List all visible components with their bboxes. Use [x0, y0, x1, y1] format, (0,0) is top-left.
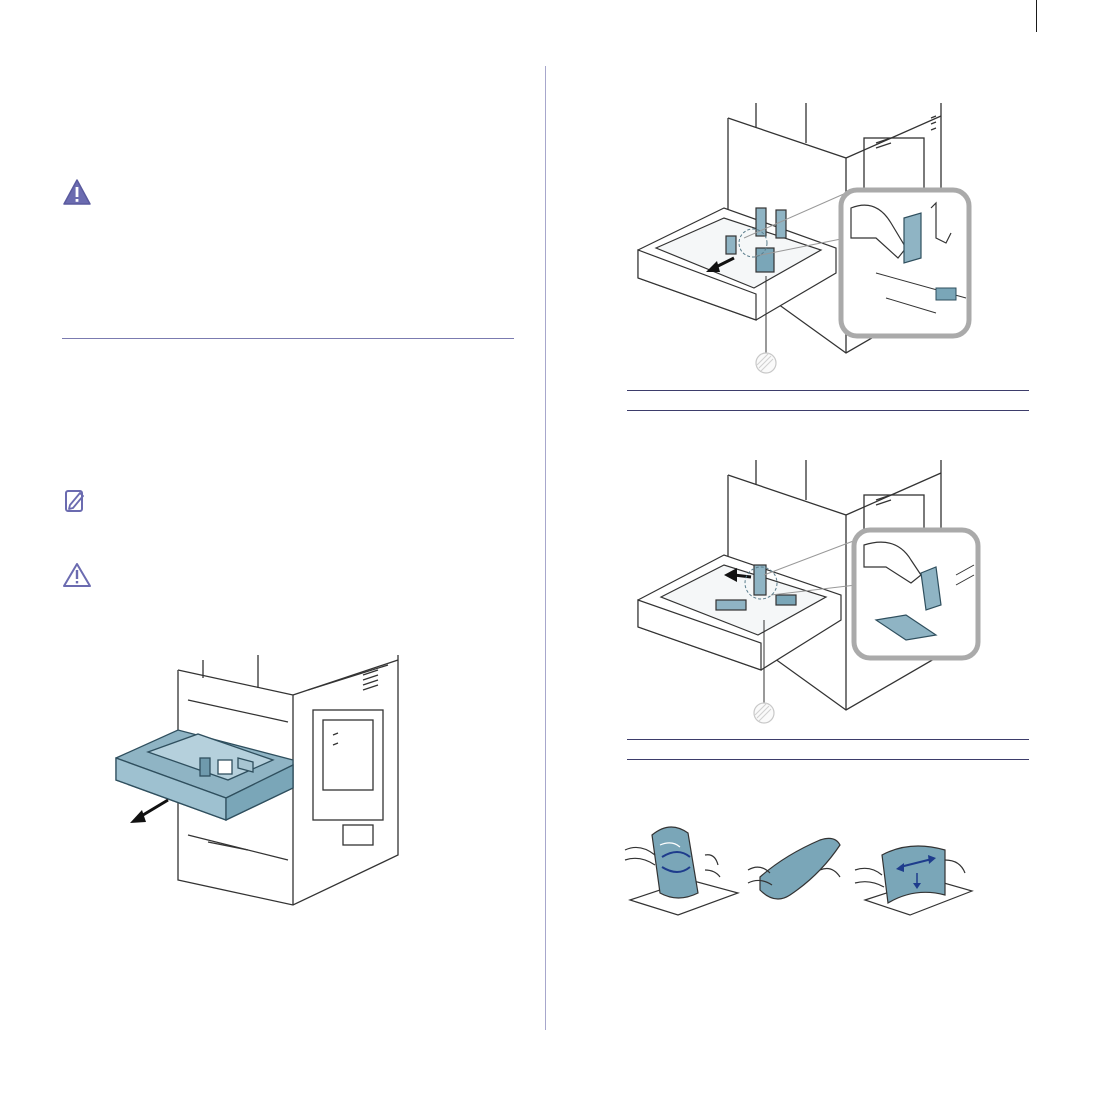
caution-filled-icon	[62, 178, 92, 206]
figure-2-rule-bottom	[627, 410, 1029, 411]
page-top-marker	[1036, 0, 1037, 32]
paper-flex-fan-illustration	[620, 815, 976, 927]
length-guide-adjust-illustration	[636, 98, 972, 380]
figure-2-rule-top	[627, 390, 1029, 391]
section-rule	[62, 338, 514, 339]
width-guide-adjust-illustration	[636, 455, 982, 731]
figure-3-rule-top	[627, 739, 1029, 740]
tray-pull-out-illustration	[108, 650, 408, 910]
figure-3-rule-bottom	[627, 759, 1029, 760]
note-icon	[62, 488, 88, 514]
column-divider	[545, 66, 546, 1030]
caution-outline-icon	[62, 562, 92, 588]
